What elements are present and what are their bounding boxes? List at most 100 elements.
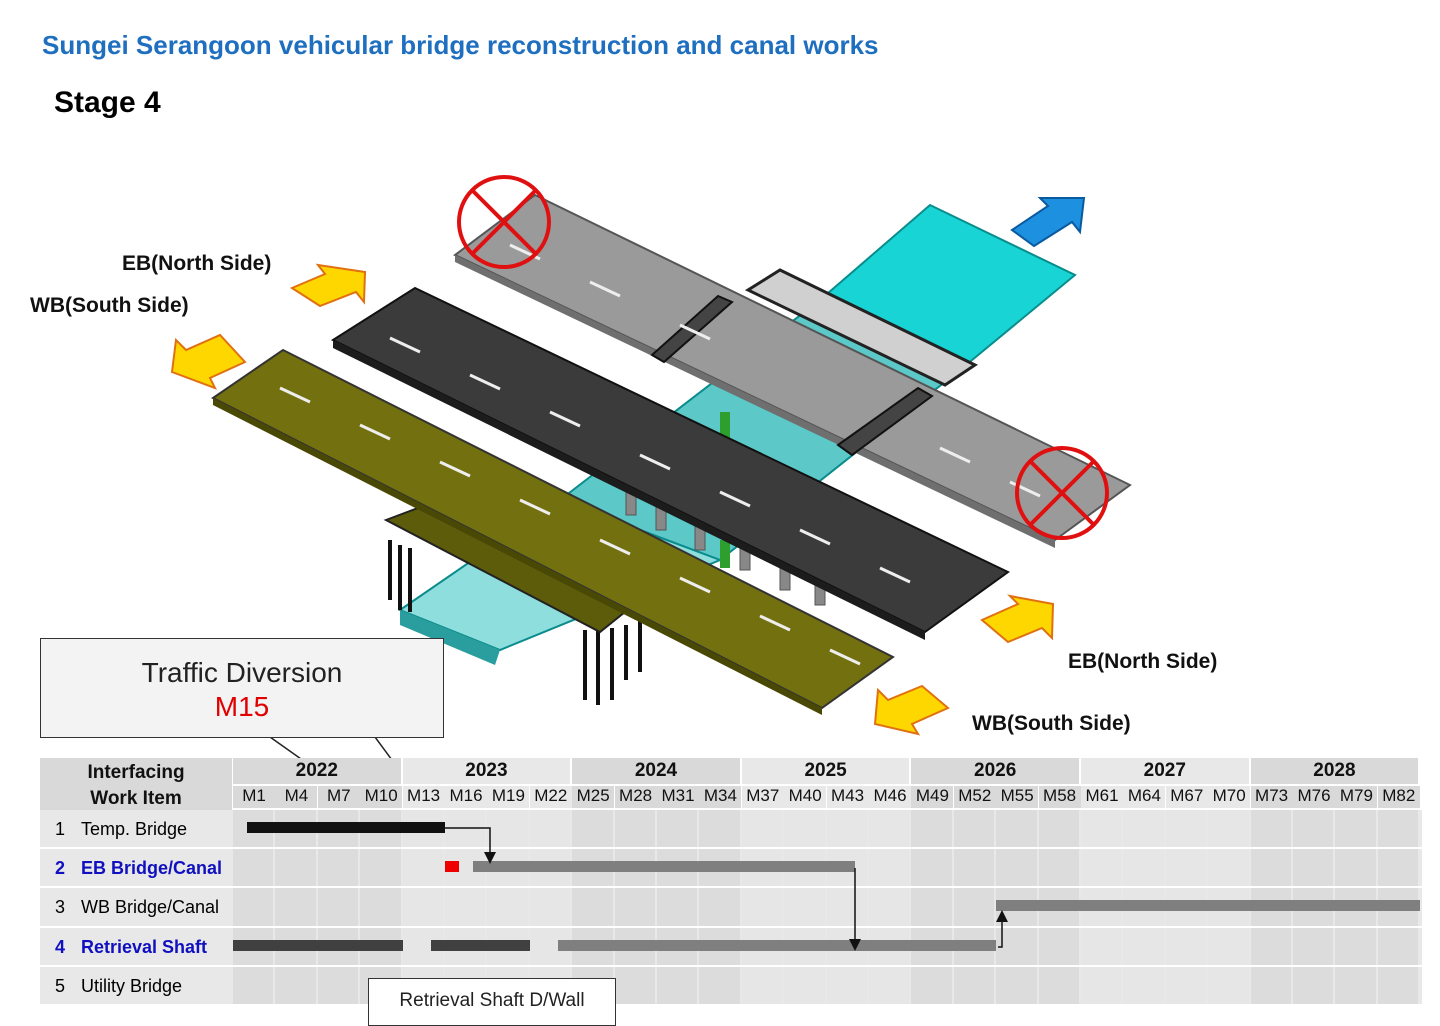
- gantt-cell: [1038, 927, 1079, 965]
- row-number: 5: [54, 975, 65, 996]
- gantt-cell: [614, 810, 655, 848]
- gantt-cell: [1165, 966, 1207, 1004]
- gantt-cell: [869, 849, 910, 887]
- month-header: M73: [1250, 786, 1293, 808]
- gantt-cell: [317, 966, 359, 1004]
- gantt-cell: [445, 888, 486, 926]
- gantt-cell: [1335, 849, 1376, 887]
- year-header: 2024: [572, 758, 740, 784]
- gantt-cell: [1123, 810, 1164, 848]
- row-label: EB Bridge/Canal: [81, 858, 223, 879]
- wb-arrow-in-icon: [873, 684, 950, 736]
- gantt-cell: [657, 966, 698, 1004]
- row-label: Utility Bridge: [81, 975, 183, 996]
- gantt-cell: [953, 966, 995, 1004]
- month-header: M79: [1335, 786, 1378, 808]
- row-label: Retrieval Shaft: [81, 936, 208, 957]
- gantt-cell: [1293, 966, 1334, 1004]
- gantt-cell: [699, 810, 740, 848]
- gantt-cell: [996, 810, 1037, 848]
- gantt-cell: [657, 810, 698, 848]
- gantt-cell: [487, 810, 528, 848]
- wb-top-label: WB(South Side): [30, 294, 189, 317]
- gantt-cell: [1081, 927, 1122, 965]
- month-header: M31: [657, 786, 699, 808]
- gantt-cell: [826, 966, 867, 1004]
- year-header: 2027: [1081, 758, 1249, 784]
- eb-arrow-out-icon: [980, 594, 1055, 644]
- gantt-cell: [869, 966, 910, 1004]
- month-header: M7: [317, 786, 360, 808]
- gantt-cell: [233, 966, 274, 1004]
- gantt-bar: [247, 822, 445, 833]
- month-header: M64: [1123, 786, 1166, 808]
- month-header: M49: [911, 786, 954, 808]
- year-header: 2026: [911, 758, 1079, 784]
- gantt-cell: [996, 966, 1037, 1004]
- bridge-isometric-diagram: [170, 175, 1132, 760]
- gantt-bar: [996, 900, 1421, 912]
- eb-bridge-edge: [333, 340, 925, 640]
- gantt-cell: [360, 888, 401, 926]
- closed-road-icon-top: [457, 175, 551, 269]
- gantt-cell: [996, 927, 1037, 965]
- callout-leaders: [269, 736, 393, 760]
- gantt-cell: [1377, 966, 1419, 1004]
- gantt-cell: [911, 849, 952, 887]
- row-label: Temp. Bridge: [81, 819, 188, 839]
- gantt-cell: [275, 888, 316, 926]
- month-header: M28: [614, 786, 657, 808]
- gantt-cell: [1250, 849, 1291, 887]
- month-header: M52: [953, 786, 996, 808]
- row-label: WB Bridge/Canal: [81, 897, 220, 918]
- gantt-cell: [1377, 810, 1419, 848]
- month-header: M61: [1081, 786, 1123, 808]
- year-header: 2023: [402, 758, 571, 784]
- gantt-cell: [699, 888, 740, 926]
- page-title: Sungei Serangoon vehicular bridge recons…: [42, 30, 879, 60]
- gantt-cell: [1335, 927, 1376, 965]
- callout-value: M15: [214, 691, 270, 722]
- gantt-cell: [869, 888, 910, 926]
- gantt-cell: [784, 888, 825, 926]
- stage-label: Stage 4: [54, 86, 161, 119]
- row-number: 3: [54, 897, 65, 918]
- green-pile-top: [720, 412, 730, 442]
- eb-arrow-in-icon: [289, 263, 367, 308]
- gantt-cell: [741, 966, 783, 1004]
- header-line-2: Work Item: [90, 788, 182, 809]
- gantt-cell: [275, 849, 316, 887]
- gantt-bar: [473, 861, 855, 873]
- gantt-cell: [1165, 927, 1207, 965]
- gantt-cell: [1293, 810, 1334, 848]
- gantt-cell: [1377, 849, 1419, 887]
- gantt-cell: [1123, 849, 1164, 887]
- gantt-cell: [1250, 966, 1291, 1004]
- gantt-cell: [826, 888, 867, 926]
- gantt-bar: [558, 939, 997, 951]
- month-header: M70: [1208, 786, 1251, 808]
- gantt-cell: [1081, 966, 1122, 1004]
- gantt-cell: [402, 849, 443, 887]
- gantt-cell: [657, 888, 698, 926]
- gantt-dependency-arrows: [444, 827, 1008, 951]
- utility-beam: [744, 268, 979, 387]
- gantt-cell: [1293, 849, 1334, 887]
- month-header: M34: [699, 786, 742, 808]
- gantt-cell: [614, 888, 655, 926]
- gantt-cell: [1165, 810, 1207, 848]
- gantt-cell: [1335, 810, 1376, 848]
- month-header: M46: [869, 786, 911, 808]
- month-header: M40: [784, 786, 827, 808]
- gantt-cell: [402, 888, 443, 926]
- flow-arrow-icon: [1010, 197, 1086, 248]
- gantt-bar: [430, 939, 530, 951]
- gantt-cell: [360, 849, 401, 887]
- wb-arrow-out-icon: [170, 333, 247, 390]
- gantt-cell: [1038, 810, 1079, 848]
- gantt-cell: [275, 966, 316, 1004]
- eb-top-label: EB(North Side): [122, 252, 272, 275]
- gantt-cell: [953, 849, 995, 887]
- gantt-cell: [953, 810, 995, 848]
